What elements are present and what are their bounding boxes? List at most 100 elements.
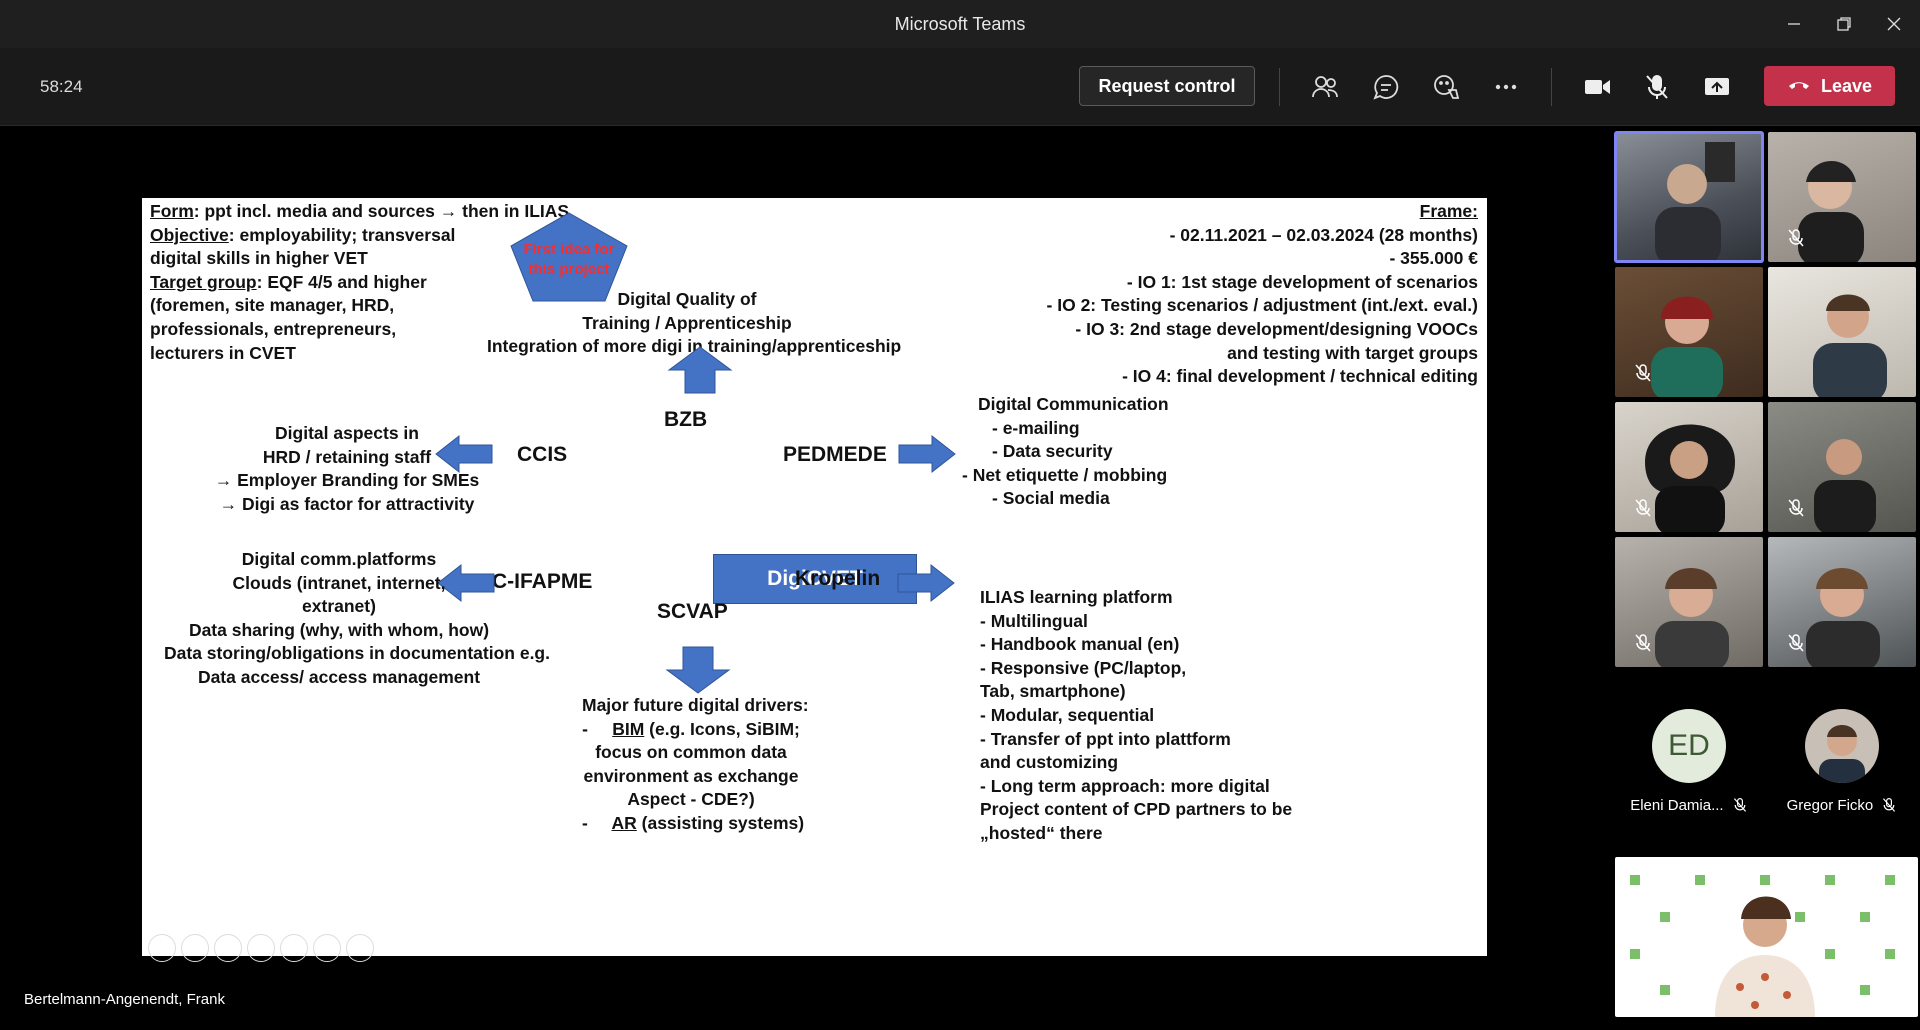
- participants-button[interactable]: [1306, 68, 1344, 106]
- arrow-right-shape: [898, 434, 956, 474]
- text-line: lecturers in CVET: [150, 342, 569, 366]
- frame-item: - 02.11.2021 – 02.03.2024 (28 months): [1169, 224, 1478, 245]
- slide-right-bottom-text: ILIAS learning platform- Multilingual- H…: [980, 586, 1293, 846]
- participant-tile[interactable]: [1614, 131, 1764, 263]
- slide-subtitle-control[interactable]: [313, 934, 341, 962]
- text-line: Project content of CPD partners to be: [980, 799, 1293, 820]
- participant-tile[interactable]: [1768, 402, 1916, 532]
- presenter-name-label: Bertelmann-Angenendt, Frank: [24, 991, 225, 1008]
- close-button[interactable]: [1874, 8, 1914, 40]
- arrow-right-shape: [897, 563, 955, 603]
- video-gallery: ED Eleni Damia... Gregor Ficko: [1612, 130, 1920, 1022]
- shared-screen-stage[interactable]: Form: ppt incl. media and sources → then…: [8, 130, 1608, 1022]
- text-line: - Multilingual: [980, 610, 1088, 631]
- text-line: extranet): [302, 596, 376, 617]
- text-line: Tab, smartphone): [980, 681, 1126, 702]
- node-c-ifapme: C-IFAPME: [492, 570, 593, 593]
- pentagon-text: First idea for this project: [512, 240, 626, 280]
- arrow-left-shape: [435, 434, 493, 474]
- toolbar-divider: [1551, 68, 1552, 106]
- share-screen-icon: [1705, 78, 1729, 95]
- text-value: environment as exchange: [583, 765, 799, 786]
- participant-name-text: Eleni Damia...: [1630, 797, 1724, 814]
- window-title: Microsoft Teams: [894, 14, 1026, 34]
- participant-video: [1645, 424, 1735, 532]
- mic-off-icon: [1733, 798, 1746, 812]
- text-label: Target group: [150, 271, 257, 292]
- slide-zoom-control[interactable]: [280, 934, 308, 962]
- list-dash: -: [582, 812, 612, 833]
- text-line: → Digi as factor for attractivity: [219, 493, 475, 514]
- node-digicvet: DigiCVET: [713, 554, 917, 604]
- leave-button[interactable]: Leave: [1764, 66, 1895, 106]
- slide-prev-control[interactable]: [148, 934, 176, 962]
- text-line: Target group: EQF 4/5 and higher: [150, 271, 569, 295]
- participant-video: [1813, 294, 1887, 397]
- participant-video: [1798, 160, 1864, 262]
- mic-off-icon: [1788, 499, 1804, 517]
- text-line: Digital aspects in: [275, 423, 419, 443]
- mic-off-icon: [1883, 798, 1896, 812]
- leave-label: Leave: [1820, 75, 1873, 96]
- text-line: Integration of more digi in training/app…: [487, 336, 902, 357]
- presentation-slide: Form: ppt incl. media and sources → then…: [142, 198, 1487, 962]
- participant-tile[interactable]: [1615, 402, 1763, 532]
- node-ccis: CCIS: [517, 443, 568, 466]
- text-label: AR: [611, 812, 637, 833]
- slide-pen-control[interactable]: [214, 934, 242, 962]
- minimize-button[interactable]: [1774, 8, 1814, 40]
- participant-avatar-tile[interactable]: Gregor Ficko: [1768, 701, 1916, 831]
- text-line: Objective: employability; transversal: [150, 224, 569, 248]
- frame-item: - IO 3: 2nd stage development/designing …: [1075, 318, 1478, 339]
- pentagon-shape: [510, 212, 628, 302]
- avatar: ED: [1652, 709, 1726, 783]
- chat-button[interactable]: [1367, 68, 1405, 106]
- participant-tile-large[interactable]: [1615, 857, 1918, 1017]
- participant-video: [1630, 875, 1895, 1017]
- restore-button[interactable]: [1824, 8, 1864, 40]
- more-actions-button[interactable]: [1487, 68, 1525, 106]
- participant-tile[interactable]: [1615, 267, 1763, 397]
- frame-item: - IO 2: Testing scenarios / adjustment (…: [1046, 295, 1478, 316]
- meeting-toolbar: 58:24 Request control: [0, 48, 1920, 126]
- text-line: Training / Apprenticeship: [582, 312, 792, 333]
- participant-avatar-tile[interactable]: ED Eleni Damia...: [1615, 701, 1763, 831]
- node-bzb: BZB: [664, 408, 708, 431]
- close-icon: [1887, 17, 1901, 31]
- text-line: digital skills in higher VET: [150, 247, 569, 271]
- participant-tile[interactable]: [1768, 267, 1916, 397]
- text-value: : ppt incl. media and sources → then in …: [193, 201, 570, 221]
- share-screen-button[interactable]: [1698, 68, 1736, 106]
- text-line: environment as exchange: [582, 765, 800, 789]
- slide-more-control[interactable]: [346, 934, 374, 962]
- text-line: Form: ppt incl. media and sources → then…: [150, 200, 569, 224]
- text-line: Data access/ access management: [197, 666, 481, 687]
- arrow-down-shape: [665, 646, 731, 694]
- text-line: - Net etiquette / mobbing: [962, 464, 1168, 485]
- participant-video: [1814, 439, 1876, 532]
- arrow-up-shape: [667, 346, 733, 394]
- raise-hand-icon: [1434, 75, 1460, 99]
- text-line: - Social media: [992, 488, 1110, 509]
- avatar: [1805, 709, 1879, 783]
- people-icon: [1312, 76, 1338, 98]
- slide-top-left-text: Form: ppt incl. media and sources → then…: [150, 200, 569, 365]
- node-pedmede: PEDMEDE: [783, 443, 887, 466]
- participant-name: Gregor Ficko: [1768, 797, 1916, 814]
- text-line: - Modular, sequential: [980, 704, 1155, 725]
- text-label: BIM: [612, 718, 645, 739]
- slide-next-control[interactable]: [181, 934, 209, 962]
- text-value: lecturers in CVET: [150, 342, 296, 363]
- participant-tile[interactable]: [1768, 537, 1916, 667]
- text-value: (foremen, site manager, HRD,: [150, 295, 395, 316]
- camera-button[interactable]: [1578, 68, 1616, 106]
- reactions-button[interactable]: [1427, 68, 1465, 106]
- slide-grid-control[interactable]: [247, 934, 275, 962]
- participant-tile[interactable]: [1615, 537, 1763, 667]
- frame-item: - IO 4: final development / technical ed…: [1122, 366, 1478, 387]
- request-control-button[interactable]: Request control: [1079, 66, 1255, 106]
- mic-button[interactable]: [1638, 68, 1676, 106]
- participant-tile[interactable]: [1768, 132, 1916, 262]
- text-line: Digital Communication: [978, 394, 1169, 414]
